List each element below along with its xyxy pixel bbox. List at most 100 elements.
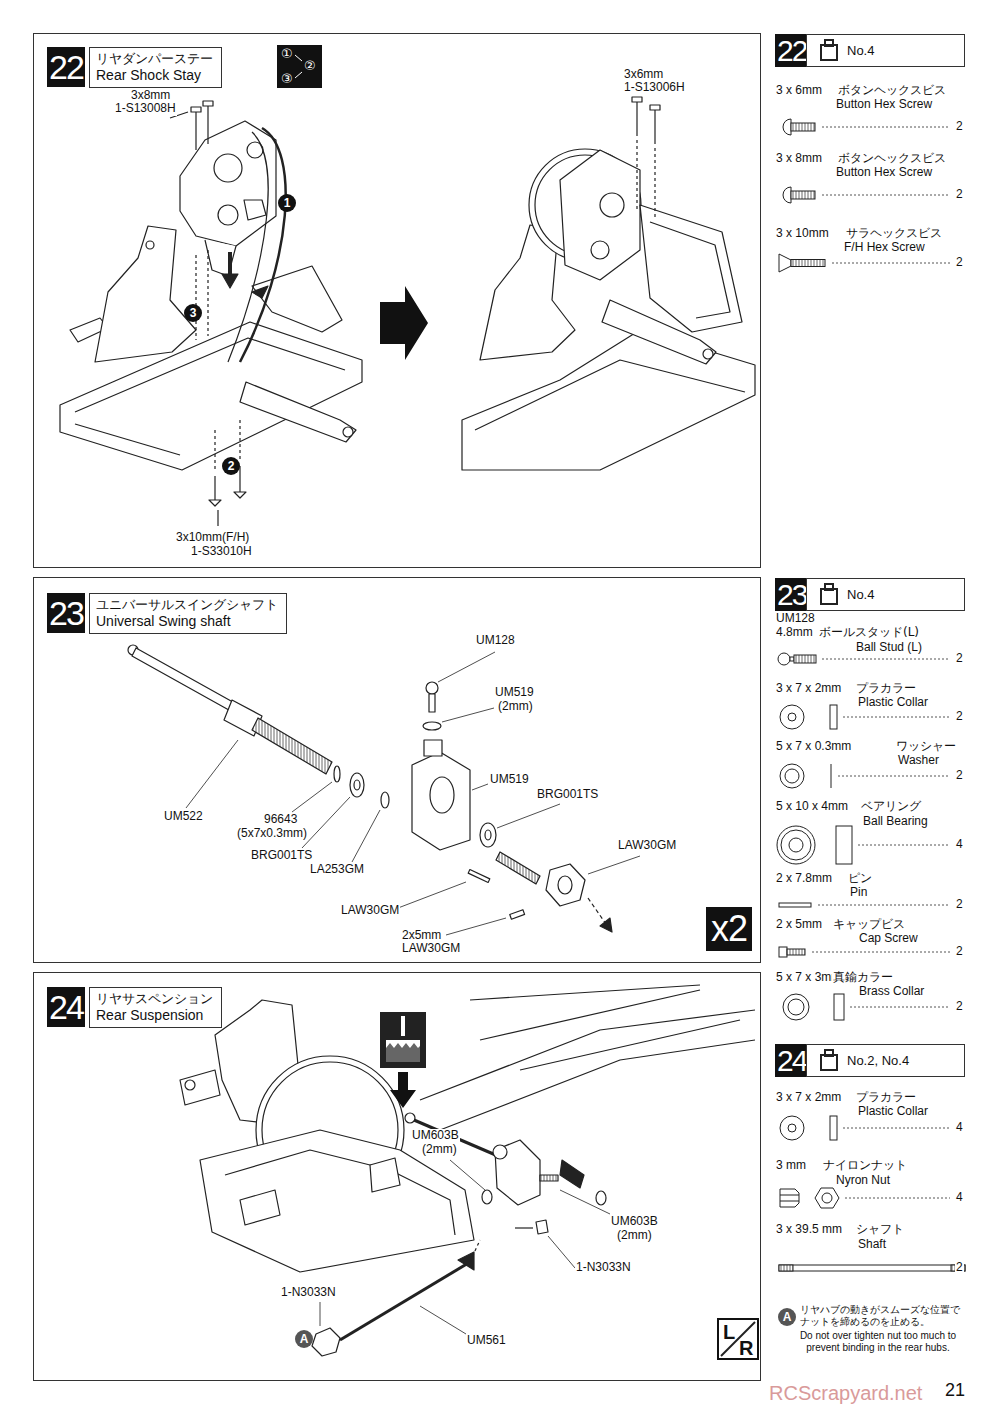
bag-icon <box>819 39 839 61</box>
node-text: リヤサスペンション <box>96 991 213 1007</box>
note-text: Do not over tighten nut too much to prev… <box>788 1330 968 1353</box>
parts-list-text: Pin <box>849 886 868 900</box>
part-label: 1-S13008H <box>114 102 177 116</box>
parts-list-text: Plastic Collar <box>857 1105 929 1119</box>
note-marker: A <box>778 1308 796 1326</box>
parts-list-text: ナイロンナット <box>822 1159 908 1173</box>
part-label: UM128 <box>475 634 516 648</box>
parts-list-text: サラヘックスビス <box>845 227 943 241</box>
parts-list-text: 3 x 10mm <box>775 227 830 241</box>
parts-list-text: 4 <box>955 838 964 852</box>
side-badge: LR <box>717 1318 759 1360</box>
parts-list-text: ベアリング <box>860 800 922 814</box>
parts-bag-box: No.2, No.4 <box>806 1044 965 1077</box>
parts-list-text: 3 x 6mm <box>775 84 823 98</box>
part-label: UM603B <box>610 1215 659 1229</box>
node-text: ユニバーサルスイングシャフト <box>96 597 278 613</box>
part-label: 3x6mm <box>623 68 664 82</box>
parts-list-text: 2 <box>955 1261 964 1275</box>
parts-list-text: 2 <box>955 120 964 134</box>
parts-list-text: Plastic Collar <box>857 696 929 710</box>
parts-list-text: Shaft <box>857 1238 887 1252</box>
page-number: 21 <box>944 1380 966 1401</box>
part-label: 1-N3033N <box>575 1261 632 1275</box>
parts-list-text: 4 <box>955 1191 964 1205</box>
node-text: 24 <box>777 1044 806 1077</box>
node-text: 3 <box>184 304 202 322</box>
step-number: 23 <box>47 593 85 633</box>
part-label: (2mm) <box>616 1229 653 1243</box>
node-text: 22 <box>777 34 806 67</box>
node-text: 23 <box>49 593 83 633</box>
parts-list-text: 2 <box>955 769 964 783</box>
parts-list-text: Washer <box>897 754 940 768</box>
parts-step-number: 24 <box>775 1044 808 1077</box>
node-text: L <box>723 1322 735 1342</box>
node-text: Rear Shock Stay <box>96 67 213 84</box>
part-label: UM519 <box>489 773 530 787</box>
bag-icon <box>819 583 839 605</box>
parts-list-text: 3 x 39.5 mm <box>775 1223 843 1237</box>
parts-list-text: Ball Bearing <box>862 815 929 829</box>
node-text: No.4 <box>847 35 956 66</box>
parts-list-text: 2 <box>955 652 964 666</box>
node-text: 24 <box>49 987 83 1027</box>
parts-step-number: 22 <box>775 34 808 67</box>
node-text: x2 <box>711 907 747 951</box>
part-label: (2mm) <box>497 700 534 714</box>
parts-list-text: ワッシャー <box>895 740 957 754</box>
step-number: 22 <box>47 47 85 87</box>
part-label: UM603B <box>411 1129 460 1143</box>
part-label: 1-N3033N <box>280 1286 337 1300</box>
order-icon: ①②③ <box>277 45 322 88</box>
parts-list-text: ボタンヘックスビス <box>837 152 947 166</box>
part-label: 96643 <box>263 813 298 827</box>
note-marker: A <box>295 1330 313 1348</box>
part-label: 1-S13006H <box>623 81 686 95</box>
parts-list-text: 2 <box>955 1000 964 1014</box>
step-title: ユニバーサルスイングシャフトUniversal Swing shaft <box>89 593 287 634</box>
parts-list-text: ボタンヘックスビス <box>837 84 947 98</box>
node-text: リヤダンパーステー <box>96 51 213 67</box>
node-text: No.2, No.4 <box>847 1045 956 1076</box>
node-text: 1 <box>278 194 296 212</box>
step-title: リヤダンパーステーRear Shock Stay <box>89 47 222 88</box>
note-text: リヤハブの動きがスムーズな位置でナットを締めるのを止める。 <box>799 1304 969 1327</box>
node-text: A <box>295 1330 313 1348</box>
parts-list-text: Button Hex Screw <box>835 166 933 180</box>
node-text: A <box>778 1308 796 1326</box>
part-label: LAW30GM <box>617 839 677 853</box>
parts-list-text: 2 <box>955 256 964 270</box>
parts-list-text: 2 <box>955 710 964 724</box>
quantity-badge: x2 <box>706 907 752 951</box>
parts-list-text: 2 x 7.8mm <box>775 872 833 886</box>
parts-list-text: 2 <box>955 945 964 959</box>
step-title: リヤサスペンションRear Suspension <box>89 987 222 1028</box>
callout-number: 3 <box>184 304 202 322</box>
node-text: 22 <box>49 47 83 87</box>
parts-list-text: 2 <box>955 898 964 912</box>
node-text: 23 <box>777 578 806 611</box>
node-text: Rear Suspension <box>96 1007 213 1024</box>
part-label: UM519 <box>494 686 535 700</box>
parts-list-text: UM128 <box>775 612 816 626</box>
parts-list-text: 3 x 8mm <box>775 152 823 166</box>
parts-list-text: キャップビス <box>832 918 906 932</box>
parts-list-text: 4.8mm <box>775 626 814 640</box>
parts-list-text: 5 x 10 x 4mm <box>775 800 849 814</box>
node-text: R <box>739 1338 753 1358</box>
callout-number: 2 <box>222 457 240 475</box>
parts-list-text: Button Hex Screw <box>835 98 933 112</box>
part-label: 2x5mm <box>401 929 442 943</box>
node-text: ① <box>281 47 293 61</box>
node-text: 2 <box>222 457 240 475</box>
parts-list-text: 2 <box>955 188 964 202</box>
step-number: 24 <box>47 987 85 1027</box>
parts-list-text: Nyron Nut <box>835 1174 891 1188</box>
parts-list-text: 5 x 7 x 0.3mm <box>775 740 852 754</box>
parts-list-text: シャフト <box>855 1223 905 1237</box>
part-label: 1-S33010H <box>190 545 253 559</box>
part-label: UM522 <box>163 810 204 824</box>
parts-list-text: ボールスタッド(L) <box>818 626 920 640</box>
